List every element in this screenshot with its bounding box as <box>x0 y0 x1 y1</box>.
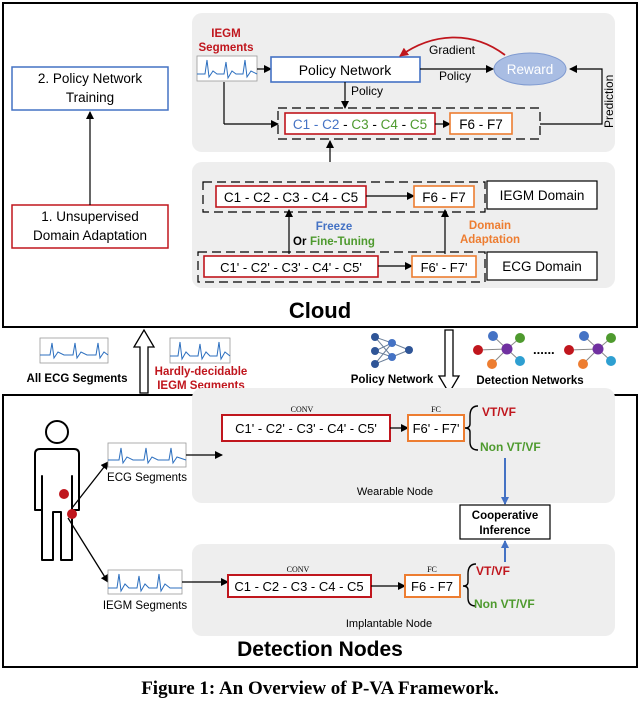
iegm-segments-thumb <box>169 337 231 364</box>
wearable-vt-label: VT/VF <box>482 405 516 419</box>
or-label: Or <box>293 236 307 248</box>
cooperative-label-1: Cooperative <box>472 510 538 522</box>
implantable-panel <box>192 544 615 636</box>
policy-network-icon <box>371 333 413 368</box>
policy-network-label: Policy Network <box>299 62 393 78</box>
upload-arrow <box>132 328 156 394</box>
detection-networks-label: Detection Networks <box>476 375 583 387</box>
prediction-label: Prediction <box>602 75 616 128</box>
domain-adaptation-label-1: Domain <box>469 220 511 232</box>
uda-label-1: 1. Unsupervised <box>41 209 139 224</box>
iegm-waveform-thumb <box>196 55 258 82</box>
reward-node <box>493 52 567 86</box>
wearable-conv-tag: CONV <box>291 405 314 414</box>
implantable-output-brace <box>462 563 477 607</box>
implantable-fc-label: F6 - F7 <box>411 579 453 594</box>
implantable-conv-tag: CONV <box>287 565 310 574</box>
policy-conv-label: C1 - C2 - C3 - C4 - C5 <box>293 117 427 132</box>
detection-network-icon-2 <box>564 331 616 369</box>
reward-label: Reward <box>507 62 554 77</box>
download-arrow <box>437 329 461 395</box>
policy-training-label-2: Training <box>66 90 114 105</box>
policy-network-icon-label: Policy Network <box>351 374 434 386</box>
uda-label-2: Domain Adaptation <box>33 228 147 243</box>
cooperative-label-2: Inference <box>479 525 530 537</box>
wearable-fc-tag: FC <box>431 405 441 414</box>
implantable-vt-label: VT/VF <box>476 564 510 578</box>
wearable-output-brace <box>464 405 479 451</box>
cloud-title: Cloud <box>289 298 351 323</box>
implantable-fc-tag: FC <box>427 565 437 574</box>
ecg-conv-label: C1' - C2' - C3' - C4' - C5' <box>220 260 362 275</box>
ecg-domain-label: ECG Domain <box>502 259 582 274</box>
policy-training-label-1: 2. Policy Network <box>38 71 143 86</box>
policy-fc-box <box>449 112 513 135</box>
wearable-fc-label: F6' - F7' <box>413 421 460 436</box>
gradient-label: Gradient <box>429 43 476 57</box>
iegm-fc-box <box>413 185 475 208</box>
policy-right-label: Policy <box>439 69 471 83</box>
policy-dashed-group <box>277 107 541 140</box>
node-ecg-segments-label: ECG Segments <box>107 472 187 484</box>
implantable-conv-label: C1 - C2 - C3 - C4 - C5 <box>234 579 363 594</box>
detection-network-icon-1 <box>473 331 525 369</box>
iegm-domain-dashed <box>202 181 486 213</box>
implantable-non-vt-label: Non VT/VF <box>474 597 535 611</box>
detection-nodes-title: Detection Nodes <box>237 638 403 661</box>
iegm-segments-label-1: IEGM <box>211 28 240 40</box>
policy-fc-label: F6 - F7 <box>459 117 503 132</box>
ecg-fc-label: F6' - F7' <box>421 260 468 275</box>
implantable-iegm-thumb <box>107 569 183 595</box>
gradient-arrow <box>399 36 506 57</box>
wearable-non-vt-label: Non VT/VF <box>480 440 541 454</box>
iegm-segments-label-2: Segments <box>199 42 254 54</box>
hard-iegm-label-1: Hardly-decidable <box>155 366 248 378</box>
networks-ellipsis: ...... <box>533 342 555 357</box>
ecg-fc-box <box>411 255 477 278</box>
policy-training-box <box>11 66 169 111</box>
cooperative-inference-box <box>459 504 551 540</box>
node-iegm-segments-label: IEGM Segments <box>103 600 188 612</box>
fine-tuning-label: Fine-Tuning <box>310 236 375 248</box>
iegm-conv-label: C1 - C2 - C3 - C4 - C5 <box>224 190 358 205</box>
patient-to-iegm-arrow <box>67 517 109 583</box>
policy-down-label: Policy <box>351 84 383 98</box>
all-ecg-label: All ECG Segments <box>27 373 128 385</box>
wearable-conv-box <box>221 414 391 442</box>
prediction-arrow <box>540 65 603 125</box>
wearable-node-label: Wearable Node <box>357 486 433 498</box>
implantable-node-label: Implantable Node <box>346 618 432 630</box>
wearable-ecg-thumb <box>107 442 187 468</box>
implantable-fc-box <box>404 574 461 598</box>
iegm-domain-box <box>486 180 598 210</box>
iegm-domain-label: IEGM Domain <box>500 188 585 203</box>
domain-adaptation-label-2: Adaptation <box>460 234 520 246</box>
ecg-domain-dashed <box>197 251 486 283</box>
wearable-conv-label: C1' - C2' - C3' - C4' - C5' <box>235 421 377 436</box>
wearable-fc-box <box>407 414 465 442</box>
figure-caption: Figure 1: An Overview of P-VA Framework. <box>141 678 499 699</box>
patient-to-ecg-arrow <box>71 461 109 509</box>
ecg-domain-box <box>486 251 598 281</box>
freeze-label: Freeze <box>316 221 352 233</box>
iegm-fc-label: F6 - F7 <box>422 190 466 205</box>
patient-figure <box>34 420 80 561</box>
ecg-segments-thumb <box>39 337 109 364</box>
